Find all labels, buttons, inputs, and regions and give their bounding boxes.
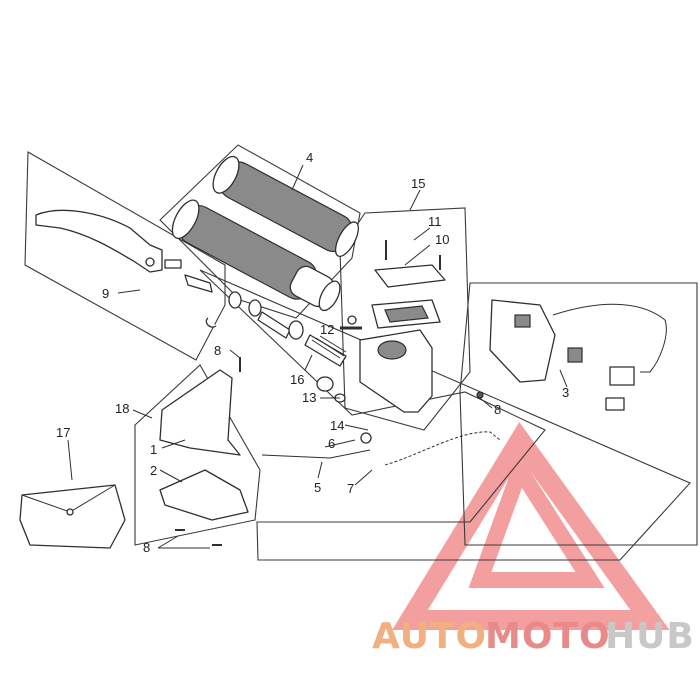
lever-spacer	[184, 274, 213, 293]
grip-upper-flange	[334, 221, 360, 258]
switch-plunger	[567, 347, 583, 363]
callout-8-upper: 8	[214, 343, 221, 358]
cylinder-reservoir-opening	[377, 340, 407, 360]
callout-4: 4	[306, 150, 313, 165]
bracket-group-outline	[134, 364, 261, 546]
callout-18: 18	[115, 401, 129, 416]
callout-11: 11	[428, 214, 442, 229]
callout-9: 9	[102, 286, 109, 301]
piston-seal-a	[248, 299, 262, 317]
spring-coils	[311, 335, 347, 359]
callout-13: 13	[302, 390, 316, 405]
callout-3: 3	[562, 385, 569, 400]
switch-plug-b	[605, 397, 625, 411]
mount-brackets	[159, 357, 249, 546]
callout-17: 17	[56, 425, 70, 440]
callout-1: 1	[150, 442, 157, 457]
switch-plug-a	[609, 366, 635, 386]
callout-15: 15	[411, 176, 425, 191]
cover-body	[19, 484, 126, 549]
callout-8-right: 8	[494, 402, 501, 417]
lever-arm	[35, 209, 163, 273]
switch-screw	[476, 391, 484, 399]
callout-2: 2	[150, 463, 157, 478]
grip-lower-flange	[318, 280, 341, 312]
callout-labels: 4 15 11 10 9 12 8 16 3 13 8 18 14 17 1 6…	[56, 150, 569, 555]
callout-7: 7	[347, 481, 354, 496]
watermark-moto: MOTO	[485, 616, 611, 657]
bolt-12-head	[347, 315, 357, 325]
diaphragm-insert	[384, 305, 429, 323]
piston-assembly	[248, 299, 347, 403]
cable-sheath	[384, 431, 501, 466]
piston-seal-b	[288, 320, 304, 340]
watermark-outer-triangle	[392, 421, 670, 630]
watermark-hub: HUB	[605, 616, 695, 657]
leader-lines	[67, 164, 568, 549]
brake-cable	[261, 431, 501, 466]
watermark-logo	[392, 421, 670, 630]
bolt-12	[340, 315, 362, 330]
bracket-upper	[159, 369, 241, 456]
callout-10: 10	[435, 232, 449, 247]
lever-bush	[228, 291, 242, 309]
lever-clip	[205, 317, 217, 328]
watermark-inner-triangle	[468, 452, 605, 588]
piston-rod	[257, 311, 291, 339]
callout-8-lower: 8	[143, 540, 150, 555]
main-frame-outline	[199, 269, 691, 561]
reservoir-cap-seal	[316, 376, 334, 392]
grip-upper-end	[212, 155, 240, 194]
callout-14: 14	[330, 418, 344, 433]
cover-snap	[66, 508, 74, 516]
switch-wire	[552, 303, 667, 373]
reservoir-cover	[374, 264, 446, 288]
brake-lever	[35, 209, 242, 328]
callout-6: 6	[328, 436, 335, 451]
watermark-auto: AUTO	[372, 616, 487, 657]
watermark-text: AUTO MOTO HUB	[372, 616, 695, 657]
lever-group-outline	[24, 151, 226, 361]
cable-line	[261, 449, 371, 459]
switch-group-outline	[459, 282, 698, 546]
brake-switch	[476, 299, 667, 411]
callout-5: 5	[314, 480, 321, 495]
lever-pin	[164, 259, 182, 269]
callout-12: 12	[320, 322, 334, 337]
handlebar-grips	[171, 155, 360, 312]
cable-adjuster	[360, 432, 372, 444]
switch-housing	[489, 299, 556, 383]
lever-pivot	[145, 257, 155, 267]
master-cylinder	[359, 240, 446, 413]
switch-connector	[514, 314, 531, 328]
grip-lower-end	[171, 199, 200, 240]
callout-16: 16	[290, 372, 304, 387]
bracket-lower	[159, 469, 249, 521]
protective-cover	[19, 484, 126, 549]
